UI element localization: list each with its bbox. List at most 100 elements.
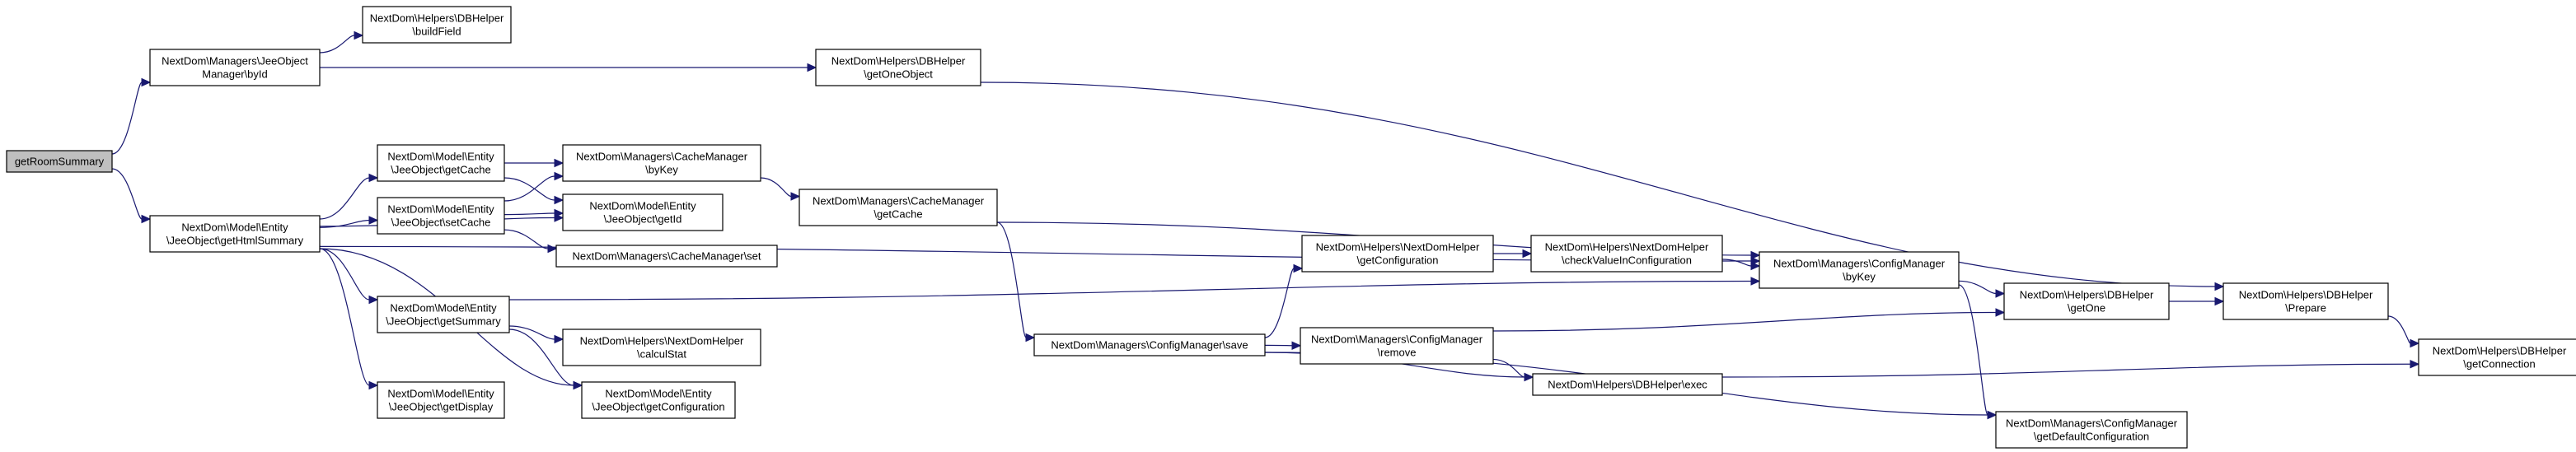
node-ndh-calculstat[interactable]: NextDom\Helpers\NextDomHelper\calculStat bbox=[562, 329, 761, 366]
node-label: \JeeObject\getHtmlSummary bbox=[166, 235, 304, 247]
edge-line bbox=[319, 248, 370, 301]
arrowhead-icon bbox=[2410, 359, 2420, 369]
node-jo-getcache[interactable]: NextDom\Model\Entity\JeeObject\getCache bbox=[377, 144, 505, 182]
node-label: NextDom\Helpers\NextDomHelper bbox=[1316, 241, 1480, 254]
arrowhead-icon bbox=[554, 171, 564, 181]
edge-cfg-save-to-cfg-remove bbox=[1264, 341, 1302, 351]
arrowhead-icon bbox=[1995, 289, 2006, 298]
node-label: \getOneObject bbox=[864, 68, 933, 81]
node-jo-getdisplay[interactable]: NextDom\Model\Entity\JeeObject\getDispla… bbox=[377, 381, 505, 419]
arrowhead-icon bbox=[368, 216, 379, 225]
edge-line bbox=[508, 329, 574, 386]
arrowhead-icon bbox=[554, 195, 564, 205]
node-ndh-checkvalue[interactable]: NextDom\Helpers\NextDomHelper\checkValue… bbox=[1530, 235, 1723, 273]
edge-jo-setcache-to-cm-set bbox=[503, 229, 558, 254]
edge-dbh-prepare-to-dbh-getconnection bbox=[2387, 315, 2420, 348]
node-box bbox=[2418, 338, 2576, 376]
node-dbh-getoneobject[interactable]: NextDom\Helpers\DBHelper\getOneObject bbox=[815, 49, 981, 86]
arrowhead-icon bbox=[141, 214, 152, 224]
arrowhead-icon bbox=[2410, 338, 2420, 348]
node-cm-set[interactable]: NextDom\Managers\CacheManager\set bbox=[555, 245, 778, 268]
node-label: \JeeObject\getConfiguration bbox=[592, 401, 724, 413]
edge-line bbox=[2387, 315, 2411, 344]
edge-line bbox=[319, 177, 370, 220]
edge-line bbox=[1721, 363, 2411, 378]
arrowhead-icon bbox=[1750, 250, 1761, 260]
node-cfg-getdefault[interactable]: NextDom\Managers\ConfigManager\getDefaul… bbox=[1995, 411, 2188, 449]
node-box bbox=[1759, 251, 1960, 289]
edge-ndh-getconfiguration-to-ndh-checkvalue bbox=[1492, 249, 1533, 259]
edge-line bbox=[319, 219, 370, 228]
edge-cfg-bykey-to-cfg-getdefault bbox=[1958, 284, 1998, 420]
node-label: NextDom\Model\Entity bbox=[589, 200, 696, 212]
edge-cm-getcache-to-cfg-save bbox=[996, 221, 1036, 342]
node-box bbox=[562, 144, 761, 182]
node-dbh-getconnection[interactable]: NextDom\Helpers\DBHelper\getConnection bbox=[2418, 338, 2576, 376]
node-jo-setcache[interactable]: NextDom\Model\Entity\JeeObject\setCache bbox=[377, 197, 505, 235]
node-jo-gethtmlsummary[interactable]: NextDom\Model\Entity\JeeObject\getHtmlSu… bbox=[149, 215, 321, 253]
edge-line bbox=[111, 168, 143, 220]
edge-jo-gethtmlsummary-to-jo-getcache bbox=[319, 173, 379, 220]
node-cm-getcache[interactable]: NextDom\Managers\CacheManager\getCache bbox=[799, 189, 998, 226]
node-box bbox=[1532, 373, 1723, 396]
node-label: \getOne bbox=[2068, 302, 2105, 315]
arrowhead-icon bbox=[2214, 282, 2225, 291]
node-jo-getsummary[interactable]: NextDom\Model\Entity\JeeObject\getSummar… bbox=[377, 296, 510, 333]
arrowhead-icon bbox=[1524, 372, 1534, 382]
node-dbh-exec[interactable]: NextDom\Helpers\DBHelper\exec bbox=[1532, 373, 1723, 396]
node-label: NextDom\Helpers\DBHelper bbox=[831, 55, 966, 68]
node-label: NextDom\Model\Entity bbox=[387, 151, 494, 163]
node-label: NextDom\Helpers\NextDomHelper bbox=[1545, 241, 1709, 254]
node-box bbox=[2222, 282, 2389, 320]
edge-cfg-remove-to-dbh-getone bbox=[1492, 308, 2006, 332]
node-label: NextDom\Model\Entity bbox=[390, 302, 497, 315]
node-dbh-buildfield[interactable]: NextDom\Helpers\DBHelper\buildField bbox=[362, 6, 512, 44]
node-label: NextDom\Managers\CacheManager bbox=[813, 195, 985, 207]
edge-line bbox=[760, 177, 792, 198]
edge-line bbox=[1492, 358, 1525, 378]
edge-jo-setcache-to-cm-bykey bbox=[503, 171, 564, 202]
node-label: NextDom\Helpers\DBHelper bbox=[2239, 289, 2373, 301]
node-cfg-bykey[interactable]: NextDom\Managers\ConfigManager\byKey bbox=[1759, 251, 1960, 289]
edge-line bbox=[1492, 311, 1997, 332]
edge-jom-byid-to-dbh-buildfield bbox=[319, 30, 364, 54]
edge-line bbox=[996, 221, 1027, 338]
node-label: \Prepare bbox=[2285, 302, 2326, 315]
node-dbh-prepare[interactable]: NextDom\Helpers\DBHelper\Prepare bbox=[2222, 282, 2389, 320]
node-box bbox=[1530, 235, 1723, 273]
node-label: \getConnection bbox=[2463, 358, 2535, 370]
arrowhead-icon bbox=[790, 192, 801, 201]
edge-cfg-bykey-to-dbh-getone bbox=[1958, 280, 2006, 298]
edge-dbh-getone-to-dbh-prepare bbox=[2169, 296, 2225, 306]
node-label: \JeeObject\getSummary bbox=[386, 315, 501, 328]
edge-line bbox=[503, 229, 549, 249]
node-box bbox=[1995, 411, 2188, 449]
arrowhead-icon bbox=[807, 63, 817, 72]
node-box bbox=[562, 329, 761, 366]
node-jo-getconfiguration[interactable]: NextDom\Model\Entity\JeeObject\getConfig… bbox=[581, 381, 736, 419]
arrowhead-icon bbox=[554, 158, 564, 168]
arrowhead-icon bbox=[1025, 333, 1036, 342]
node-cfg-remove[interactable]: NextDom\Managers\ConfigManager\remove bbox=[1300, 327, 1494, 365]
arrowhead-icon bbox=[547, 244, 558, 254]
arrowhead-icon bbox=[141, 77, 152, 87]
node-box bbox=[815, 49, 981, 86]
node-box bbox=[562, 193, 724, 231]
edge-cfg-remove-to-dbh-exec bbox=[1492, 358, 1534, 382]
node-cm-bykey[interactable]: NextDom\Managers\CacheManager\byKey bbox=[562, 144, 761, 182]
edge-line bbox=[503, 175, 555, 202]
node-jo-getid[interactable]: NextDom\Model\Entity\JeeObject\getId bbox=[562, 193, 724, 231]
node-ndh-getconfiguration[interactable]: NextDom\Helpers\NextDomHelper\getConfigu… bbox=[1301, 235, 1494, 273]
node-root[interactable]: getRoomSummary bbox=[6, 150, 113, 173]
node-box bbox=[377, 197, 505, 235]
node-cfg-save[interactable]: NextDom\Managers\ConfigManager\save bbox=[1033, 333, 1266, 356]
node-label: NextDom\Managers\CacheManager\set bbox=[572, 250, 761, 263]
node-label: \byKey bbox=[645, 164, 678, 176]
node-dbh-getone[interactable]: NextDom\Helpers\DBHelper\getOne bbox=[2003, 282, 2170, 320]
edge-line bbox=[319, 248, 370, 386]
node-label: NextDom\Model\Entity bbox=[605, 388, 712, 400]
edge-jom-byid-to-dbh-getoneobject bbox=[320, 63, 817, 72]
node-label: NextDom\Helpers\DBHelper\exec bbox=[1548, 379, 1707, 391]
